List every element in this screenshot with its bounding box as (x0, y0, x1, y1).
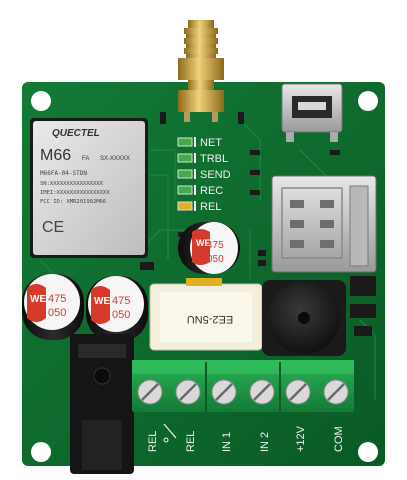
led-send-body (177, 169, 193, 179)
led-trbl: TRBL (177, 153, 228, 165)
terminal-label-4: IN 2 (259, 432, 271, 452)
led-trbl-label: TRBL (200, 153, 228, 165)
capacitor-left-1: WE 475 050 (22, 274, 84, 340)
terminal-label-1: REL (147, 431, 159, 452)
module-model: M66 (40, 147, 71, 164)
module-part-number: M66FA-04-STDN (40, 170, 87, 177)
module-fcc: FCC ID: XMR201902M66 (40, 199, 106, 205)
capacitor-center-line2: 050 (207, 254, 224, 265)
led-trbl-body (177, 153, 193, 163)
audio-jack (70, 334, 134, 474)
terminal-label-2: REL (185, 431, 197, 452)
led-rec-label: REC (200, 185, 223, 197)
mounting-holes (31, 91, 378, 462)
sim-card-holder (271, 175, 377, 273)
led-net-label: NET (200, 137, 222, 149)
capacitor-left-1-line1: 475 (48, 293, 66, 305)
led-send-label: SEND (200, 169, 231, 181)
capacitor-left-2-line2: 050 (112, 309, 130, 321)
sma-antenna-connector (178, 20, 224, 122)
led-rec-body (177, 185, 193, 195)
capacitor-left-2-line1: 475 (112, 295, 130, 307)
led-send: SEND (177, 169, 231, 181)
led-net: NET (177, 137, 222, 149)
led-indicators: NET TRBL SEND REC REL (177, 137, 231, 213)
terminal-labels: REL REL IN 1 IN 2 +12V COM (147, 423, 345, 452)
buzzer (262, 280, 346, 356)
led-net-body (177, 137, 193, 147)
capacitor-center: WE 475 050 (178, 222, 240, 274)
led-rec: REC (177, 185, 223, 197)
gsm-module: QUECTEL M66 FA SX-XXXXX M66FA-04-STDN SN… (30, 118, 148, 258)
module-model-code: SX-XXXXX (100, 156, 130, 162)
mini-usb-connector (281, 83, 343, 142)
module-brand: QUECTEL (52, 128, 100, 139)
led-rel: REL (177, 201, 221, 213)
terminal-blocks (132, 360, 354, 412)
capacitor-center-line1: 475 (207, 240, 224, 251)
capacitor-left-2: WE 475 050 (86, 276, 148, 342)
led-rel-body (177, 201, 193, 211)
module-sn: SN:XXXXXXXXXXXXXXXX (40, 181, 104, 187)
smd-components (140, 112, 376, 336)
capacitor-left-1-logo: WE (30, 294, 46, 305)
module-ce-mark: CE (42, 219, 64, 236)
terminal-label-6: COM (333, 426, 345, 452)
module-imei: IMEI:XXXXXXXXXXXXXXXX (40, 190, 110, 196)
capacitor-center-logo: WE (196, 238, 211, 248)
relay: EE2-5NU (149, 278, 263, 351)
relay-label: EE2-5NU (187, 313, 234, 325)
terminal-label-3: IN 1 (221, 432, 233, 452)
module-model-suffix: FA (82, 156, 89, 162)
capacitor-left-2-logo: WE (94, 296, 110, 307)
capacitor-left-1-line2: 050 (48, 307, 66, 319)
led-rel-label: REL (200, 201, 221, 213)
terminal-screws (137, 379, 349, 405)
terminal-label-5: +12V (295, 425, 307, 452)
